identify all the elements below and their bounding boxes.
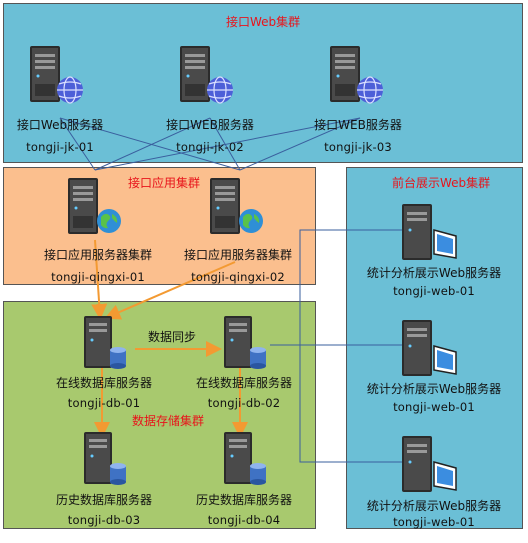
- server-database-icon: [82, 430, 142, 492]
- node-label-jk01: 接口Web服务器: [16, 118, 104, 132]
- node-host-qx02: tongji-qingxi-02: [191, 270, 285, 284]
- node-label-web01b: 统计分析展示Web服务器: [366, 382, 502, 396]
- server-monitor-icon: [400, 318, 460, 380]
- node-label-db01: 在线数据库服务器: [55, 376, 153, 390]
- web-cluster-title: 接口Web集群: [226, 15, 301, 29]
- node-host-web01c: tongji-web-01: [393, 515, 475, 529]
- node-host-jk02: tongji-jk-02: [176, 140, 244, 154]
- node-label-jk02: 接口WEB服务器: [166, 118, 254, 132]
- server-earth-icon: [64, 176, 124, 238]
- node-label-db04: 历史数据库服务器: [195, 493, 293, 507]
- node-label-web01c: 统计分析展示Web服务器: [366, 499, 502, 513]
- node-host-qx01: tongji-qingxi-01: [51, 270, 145, 284]
- front-cluster-title: 前台展示Web集群: [392, 176, 491, 190]
- server-earth-icon: [206, 176, 266, 238]
- server-globe-icon: [26, 44, 86, 106]
- storage-cluster-title: 数据存储集群: [132, 414, 205, 428]
- node-label-jk03: 接口WEB服务器: [314, 118, 402, 132]
- storage-cluster: [3, 301, 316, 529]
- server-database-icon: [222, 430, 282, 492]
- server-database-icon: [222, 314, 282, 376]
- server-globe-icon: [176, 44, 236, 106]
- server-monitor-icon: [400, 202, 460, 264]
- server-monitor-icon: [400, 434, 460, 496]
- node-host-db02: tongji-db-02: [207, 396, 281, 410]
- node-host-db04: tongji-db-04: [207, 513, 281, 527]
- node-label-db03: 历史数据库服务器: [55, 493, 153, 507]
- node-label-qx02: 接口应用服务器集群: [183, 248, 293, 262]
- node-host-jk01: tongji-jk-01: [26, 140, 94, 154]
- node-host-db03: tongji-db-03: [67, 513, 141, 527]
- sync-label: 数据同步: [148, 330, 197, 344]
- app-cluster-title: 接口应用集群: [128, 176, 201, 190]
- node-host-db01: tongji-db-01: [67, 396, 141, 410]
- node-host-web01b: tongji-web-01: [393, 400, 475, 414]
- node-label-web01a: 统计分析展示Web服务器: [366, 266, 502, 280]
- server-database-icon: [82, 314, 142, 376]
- node-host-jk03: tongji-jk-03: [324, 140, 392, 154]
- node-label-db02: 在线数据库服务器: [195, 376, 293, 390]
- node-host-web01a: tongji-web-01: [393, 284, 475, 298]
- server-globe-icon: [326, 44, 386, 106]
- node-label-qx01: 接口应用服务器集群: [43, 248, 153, 262]
